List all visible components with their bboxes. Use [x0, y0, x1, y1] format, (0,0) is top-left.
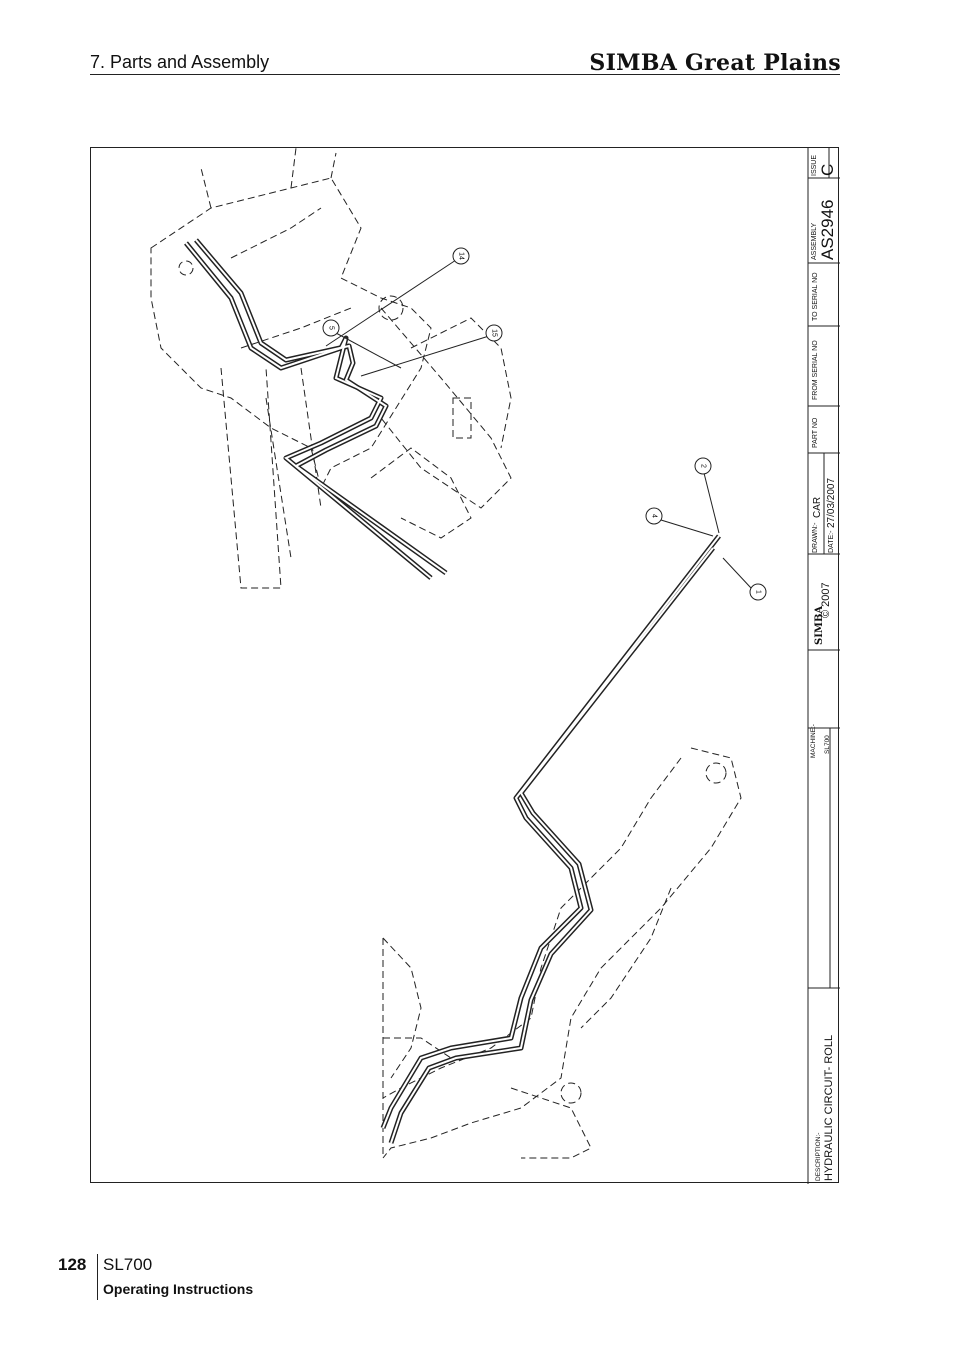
upper-frame-outline [150, 148, 512, 589]
section-title: 7. Parts and Assembly [90, 52, 270, 72]
date-label: DATE:- [828, 530, 835, 553]
machine-label: MACHINE:- [810, 724, 817, 758]
to-serial-label: TO SERIAL NO [812, 272, 819, 321]
callout-15: 15 [485, 324, 503, 342]
callout-4: 4 [645, 507, 663, 525]
callout-2: 2 [694, 457, 712, 475]
from-serial-label: FROM SERIAL NO [812, 340, 819, 400]
issue-label: ISSUE [811, 154, 818, 176]
header-rule [90, 74, 840, 75]
footer-rule [97, 1254, 98, 1300]
lower-frame-outline [382, 747, 742, 1159]
issue-value: C [818, 163, 837, 176]
callout-15-label: 15 [491, 329, 498, 337]
brand-logo: SIMBA Great Plains [589, 50, 841, 76]
callout-1: 1 [749, 583, 767, 601]
copyright: © 2007 [820, 582, 832, 618]
callout-5-label: 5 [328, 326, 335, 330]
drawn-label: DRAWN:- [812, 522, 819, 553]
drawn-by: CAR [812, 496, 823, 518]
description-text: HYDRAULIC CIRCUIT- ROLL [823, 1034, 835, 1181]
callout-4-label: 4 [651, 514, 658, 518]
callout-leaders [325, 259, 752, 589]
callout-2-label: 2 [700, 464, 707, 468]
callout-5: 5 [322, 319, 340, 337]
callout-1-label: 1 [755, 590, 762, 594]
assembly-label: ASSEMBLY [811, 222, 818, 260]
machine-value: SL700 [824, 735, 831, 754]
part-no-label: PART NO [812, 417, 819, 448]
title-block [807, 148, 840, 1184]
callout-14: 14 [452, 247, 470, 265]
lower-hoses [380, 534, 721, 1144]
assembly-number: AS2946 [818, 199, 837, 261]
callout-14-label: 14 [458, 252, 465, 260]
manual-type: Operating Instructions [103, 1281, 254, 1297]
description-label: DESCRIPTION:- [815, 1132, 822, 1181]
model-name: SL700 [103, 1255, 153, 1274]
date-value: 27/03/2007 [826, 477, 837, 528]
page-number: 128 [58, 1255, 87, 1274]
